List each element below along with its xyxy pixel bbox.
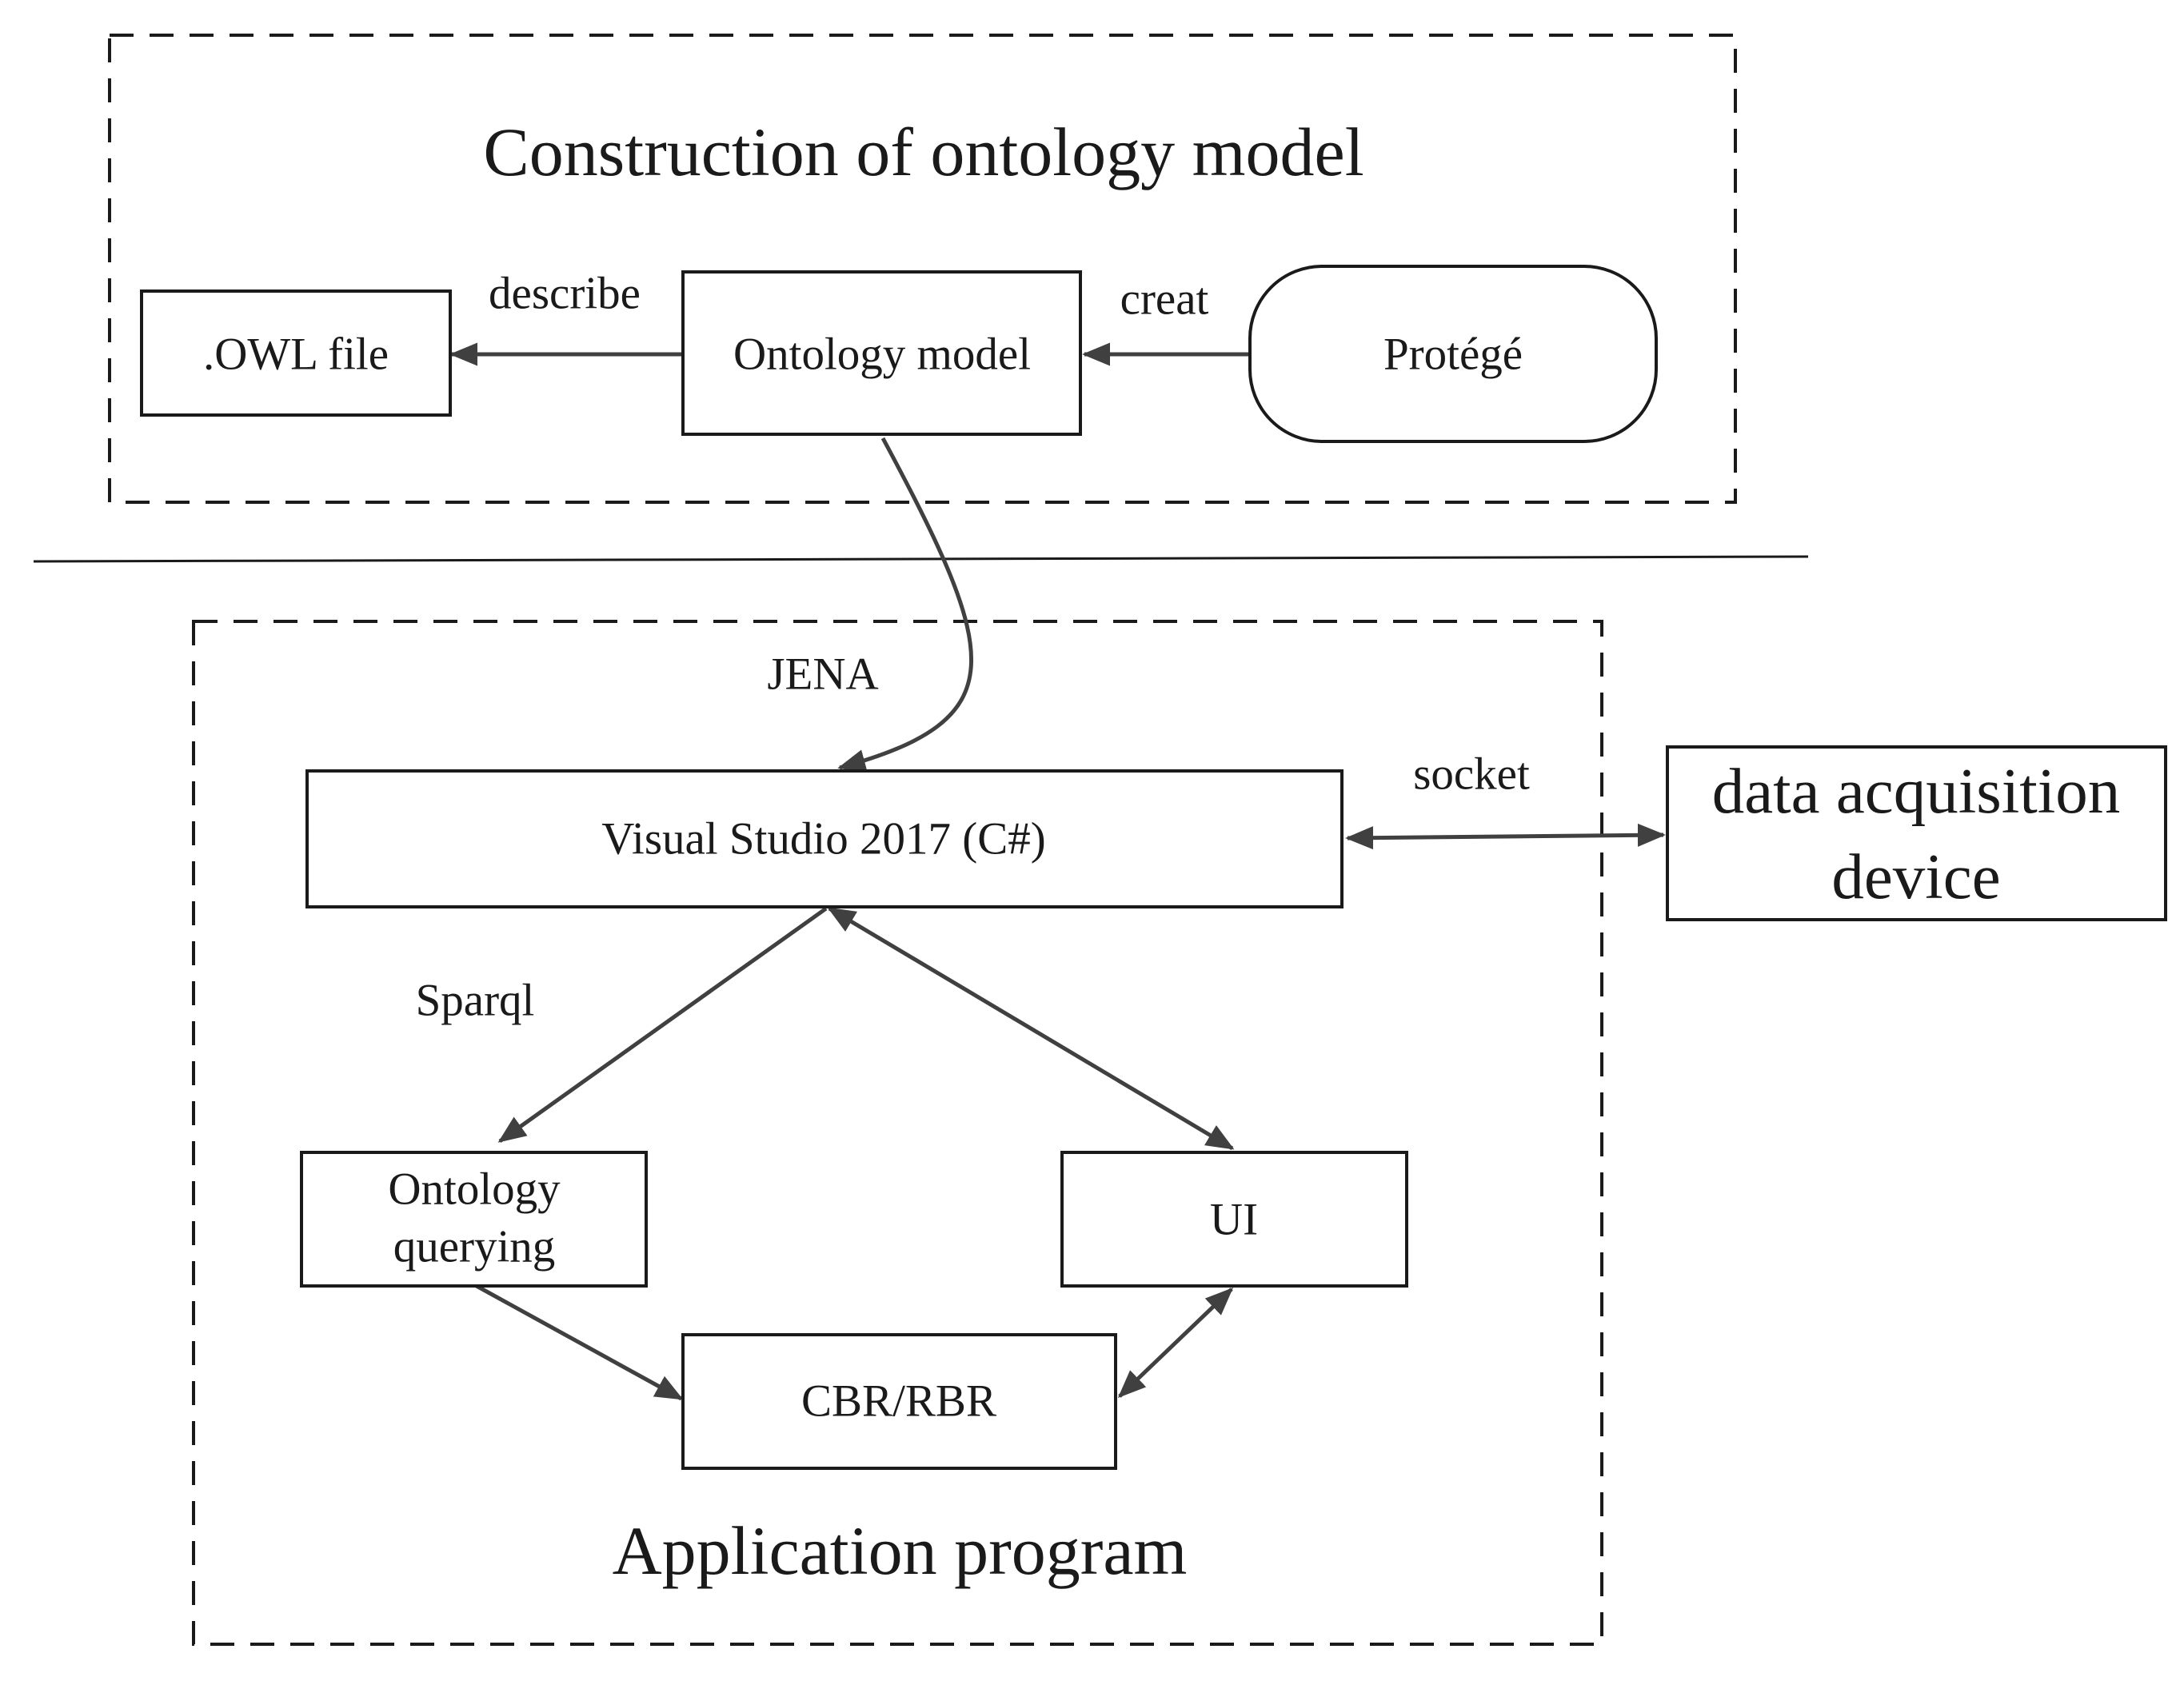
node-owl-file-label: .OWL file [203, 329, 389, 380]
edge-label-jena: JENA [767, 649, 878, 700]
edge-vs-ui [827, 906, 1235, 1151]
node-ui: UI [1060, 1151, 1408, 1288]
edge-label-sparql: Sparql [416, 976, 535, 1026]
application-program-frame [192, 620, 1603, 1646]
node-ontology-model-label: Ontology model [733, 329, 1031, 380]
node-ontology-querying-line1: Ontology [388, 1164, 561, 1215]
node-ui-label: UI [1210, 1195, 1258, 1245]
edge-label-creat: creat [1120, 274, 1209, 325]
ontology-construction-frame [108, 34, 1737, 504]
node-cbr-rbr: CBR/RBR [681, 1333, 1117, 1470]
node-data-acquisition-device: data acquisition device [1666, 745, 2167, 921]
layer-divider [33, 555, 1809, 563]
application-program-title: Application program [613, 1512, 1188, 1589]
node-protege-label: Protégé [1383, 329, 1523, 380]
node-visual-studio-label: Visual Studio 2017 (C#) [601, 814, 1046, 864]
edge-jena [837, 437, 974, 773]
edge-label-describe: describe [489, 269, 641, 319]
edge-sparql [497, 906, 828, 1144]
edge-ui-cbr [1117, 1287, 1234, 1399]
node-visual-studio: Visual Studio 2017 (C#) [305, 769, 1344, 908]
node-cbr-rbr-label: CBR/RBR [801, 1376, 996, 1427]
node-data-device-line1: data acquisition [1712, 755, 2121, 827]
node-ontology-model: Ontology model [681, 270, 1082, 436]
edge-query-cbr [473, 1283, 684, 1401]
node-ontology-querying: Ontology querying [300, 1151, 648, 1288]
ontology-construction-title: Construction of ontology model [483, 114, 1364, 190]
node-data-device-line2: device [1831, 841, 2000, 912]
node-ontology-querying-line2: querying [393, 1222, 556, 1272]
node-owl-file: .OWL file [140, 289, 452, 417]
edge-socket [1345, 823, 1666, 850]
edge-label-socket: socket [1413, 749, 1530, 800]
node-protege: Protégé [1248, 265, 1658, 443]
